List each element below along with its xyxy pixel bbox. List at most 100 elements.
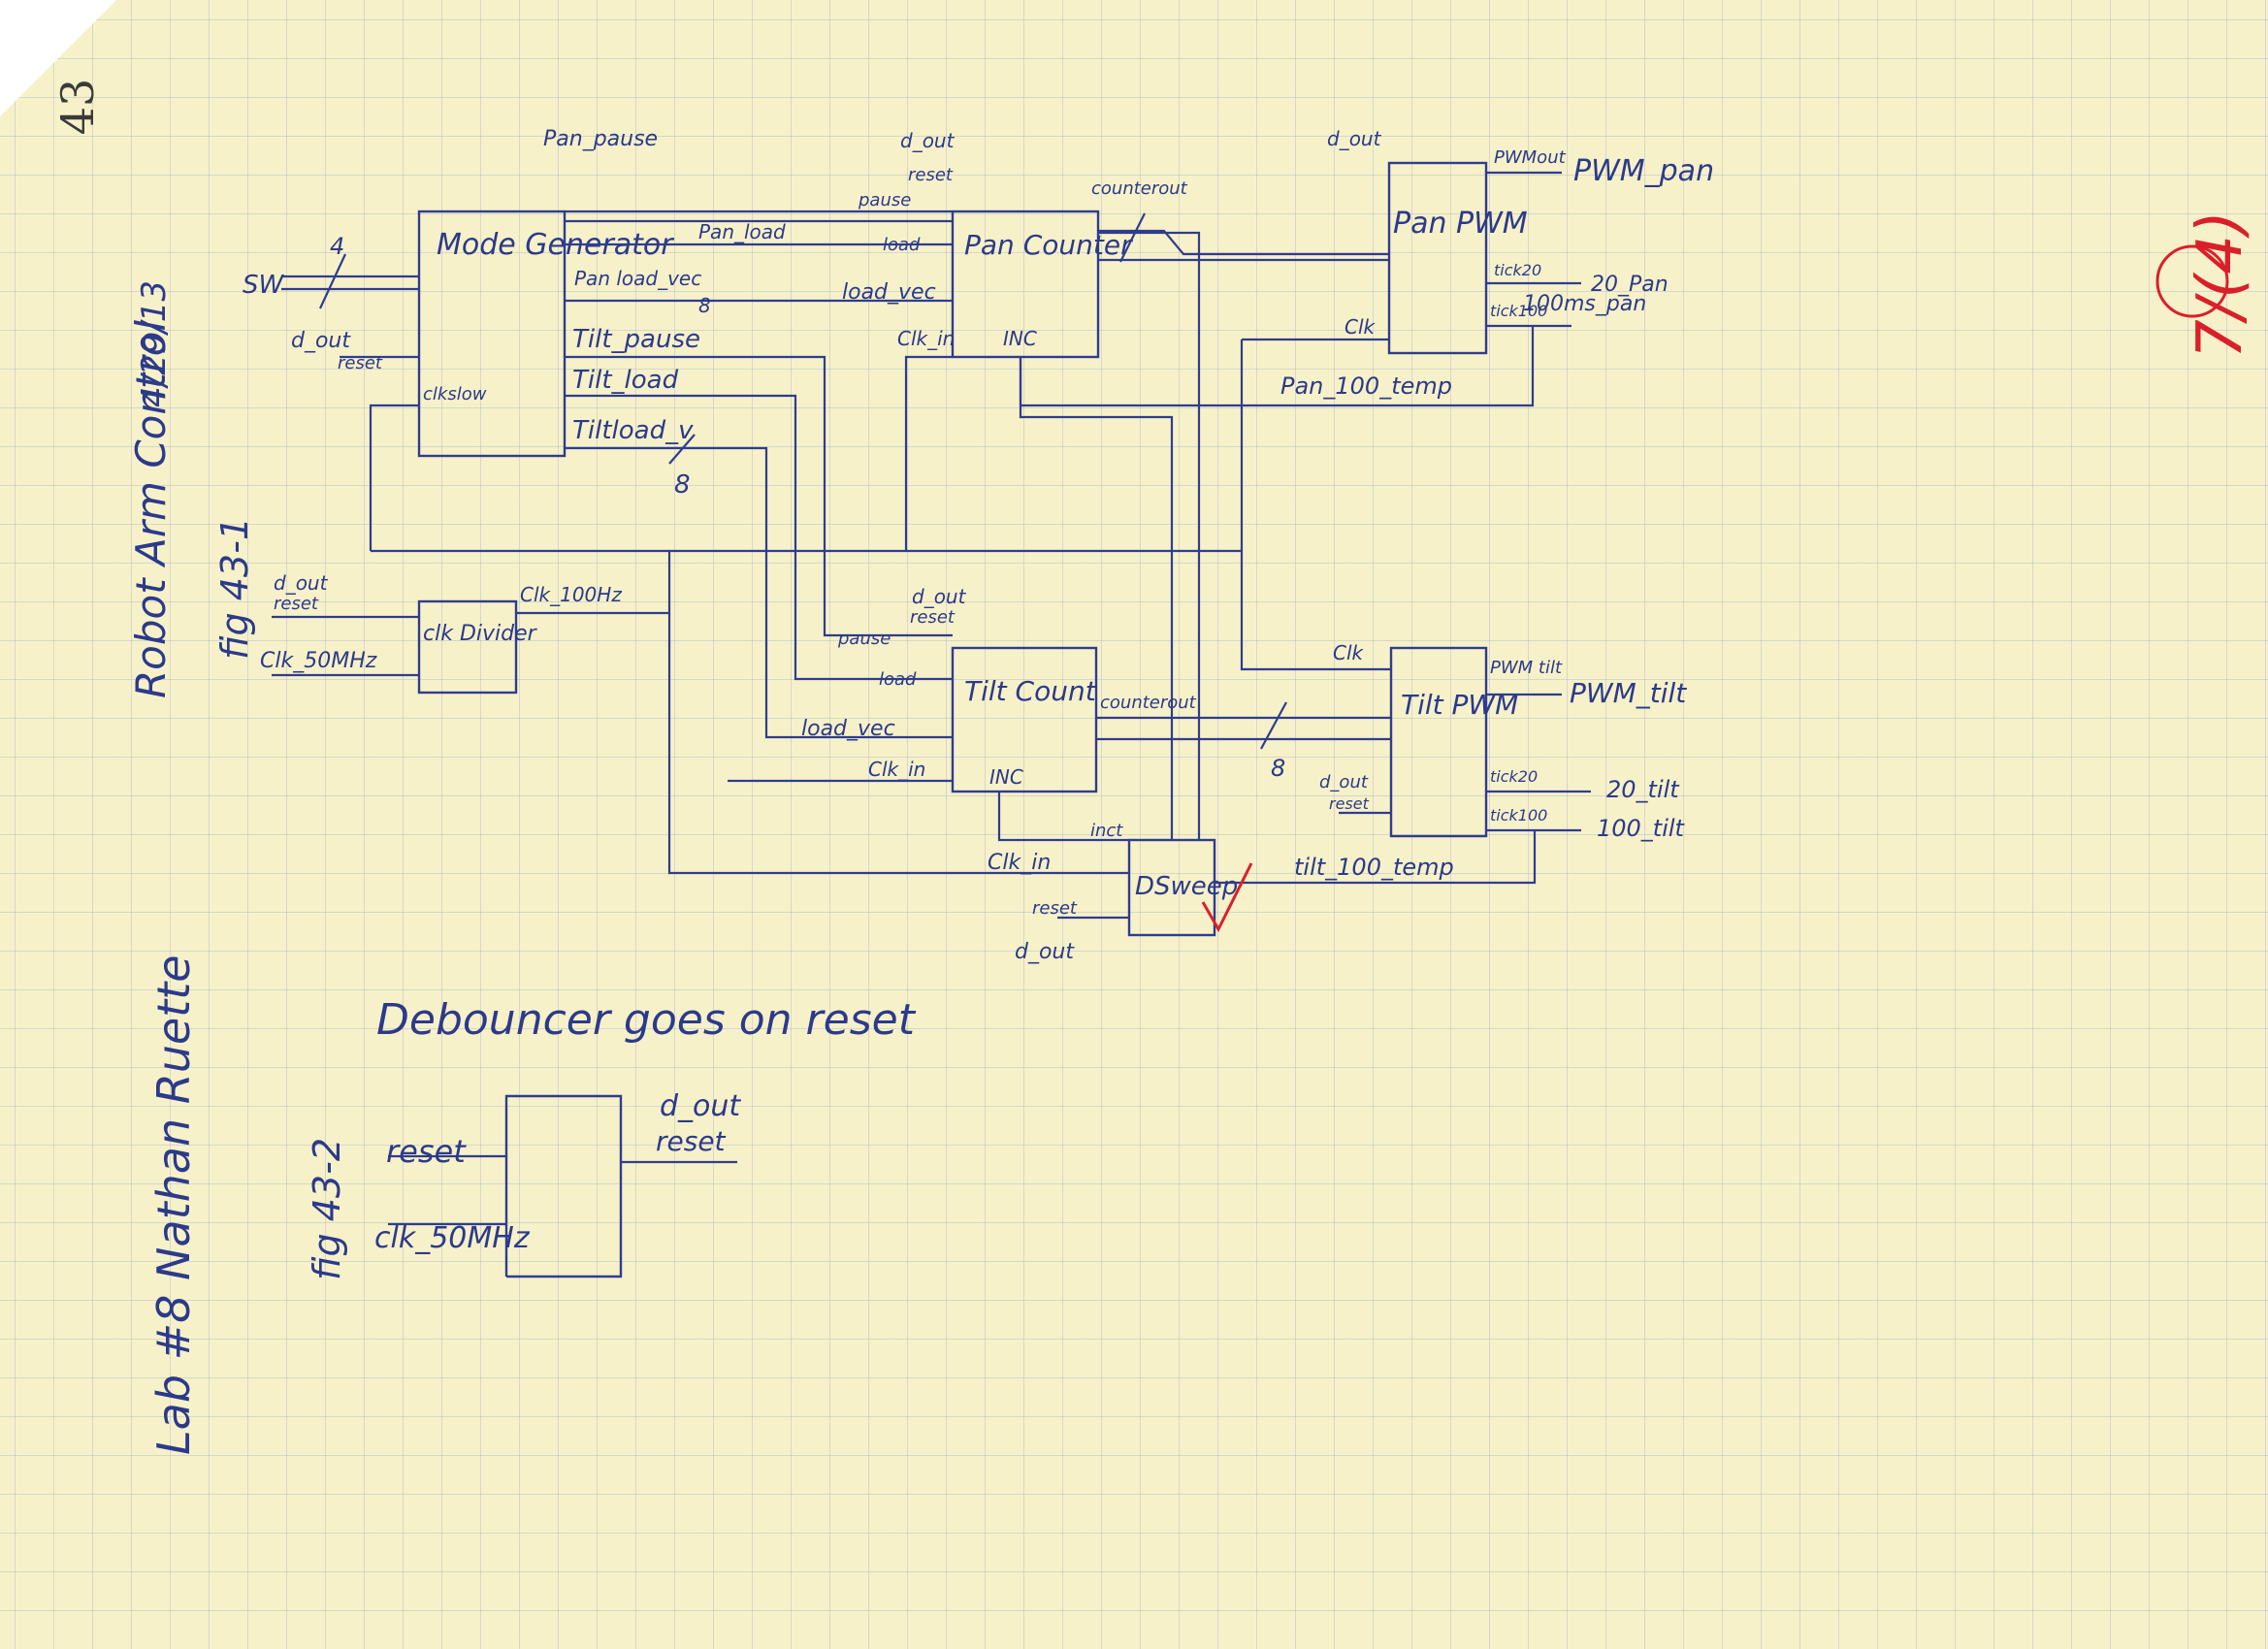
tilt-loadvec-port: load_vec [801, 717, 895, 741]
side-title: Robot Arm Control [127, 320, 175, 698]
tilt-pwm-dout-label: d_out [1319, 772, 1369, 792]
pan-bus-width: 8 [698, 294, 711, 317]
tilt-bus-width: 8 [674, 470, 691, 500]
tilt-tick20-port: tick20 [1490, 767, 1538, 786]
pwm-pan-signal: PWM_pan [1573, 154, 1714, 188]
debounce-note: Debouncer goes on reset [376, 995, 917, 1045]
dsweep-inct-port: inct [1090, 821, 1123, 841]
tilt-clk-port: Clk [1333, 641, 1365, 664]
pan-pwmout-port: PWMout [1494, 147, 1567, 168]
fig2-label: fig 43-2 [306, 1138, 348, 1280]
pan-counter-out-bus [1098, 229, 1389, 256]
red-checkmark [1201, 862, 1253, 933]
pan-pwm-dout-label: d_out [1327, 127, 1382, 150]
tilt-counter-label: Tilt Count [964, 675, 1097, 707]
clk-100hz-label: Clk_100Hz [520, 583, 622, 606]
mode-generator-box [417, 210, 567, 458]
tilt-pwm-reset-label: reset [1329, 794, 1370, 813]
clk-divider-label: clk Divider [423, 622, 538, 646]
pan-reset-label: reset [908, 165, 954, 185]
pan-pwm-box [1387, 161, 1488, 355]
tilt-pwm-box [1389, 646, 1488, 838]
tilt-dout-label: d_out [912, 585, 967, 608]
pan-dout-label: d_out [900, 129, 956, 152]
tilt-bus-slash [668, 434, 696, 465]
tilt-100-signal: 100_tilt [1597, 815, 1686, 842]
tilt-out-width: 8 [1271, 755, 1285, 782]
clk-divider-box [417, 599, 518, 695]
pan-tick100-port: tick100 [1490, 302, 1547, 320]
pan-load-port: load [883, 235, 921, 255]
dsweep-reset-port: reset [1032, 898, 1078, 919]
clkslow-label: clkslow [423, 384, 487, 404]
sw-label: SW [243, 271, 285, 300]
lab-label: Lab #8 [147, 1295, 200, 1455]
grade-mark: 7/(4) [2185, 210, 2256, 359]
pan-pause-port: pause [858, 190, 911, 210]
tilt-clk-wire [1240, 340, 1391, 671]
pwm-tilt-signal: PWM_tilt [1570, 677, 1687, 709]
dsweep-dout-port: d_out [1015, 940, 1075, 964]
grade-circle [2155, 244, 2229, 318]
pan-counterout-label: counterout [1091, 178, 1188, 199]
sw-width-label: 4 [330, 233, 344, 260]
debounce-reset-in-label: reset [386, 1133, 467, 1170]
tilt-load-label: Tilt_load [572, 366, 679, 395]
sw-bus-slash [319, 253, 346, 309]
tilt-pwm-out-port: PWM tilt [1490, 658, 1563, 678]
clkdiv-reset-label: reset [274, 594, 319, 614]
fig1-label: fig 43-1 [213, 517, 256, 660]
date-label: 4/29/13 [135, 280, 174, 407]
tilt-pause-port: pause [837, 629, 891, 649]
pan-clkin-port: Clk_in [897, 327, 955, 350]
tilt-100-temp-label: tilt_100_temp [1294, 854, 1454, 881]
pan-counter-box [951, 210, 1100, 359]
tilt-tick100-port: tick100 [1490, 806, 1547, 824]
tilt-loadvec-wire [565, 446, 953, 739]
tilt-counterout-label: counterout [1100, 693, 1197, 713]
clkslow-wire [369, 404, 419, 551]
tilt-20-signal: 20_tilt [1606, 776, 1680, 803]
author-name: Nathan Ruette [147, 954, 200, 1280]
debounce-reset-out-label: reset [656, 1125, 727, 1157]
debounce-dout-label: d_out [660, 1089, 741, 1123]
tilt-pause-label: Tilt_pause [572, 325, 700, 354]
pan-clk-port: Clk [1345, 315, 1377, 339]
pan-counter-label: Pan Counter [964, 229, 1133, 261]
pan-pause-label: Pan_pause [543, 127, 658, 151]
tilt-load-port: load [879, 669, 917, 690]
tilt-out-slash [1260, 701, 1287, 750]
tilt-inc-wire [997, 792, 1129, 842]
pan-100-temp-label: Pan_100_temp [1280, 372, 1452, 400]
pan-out-slash [1119, 212, 1146, 263]
clkdiv-dout-label: d_out [274, 571, 329, 595]
pan-clkin-wire [904, 355, 953, 551]
clk-100-bus [516, 549, 1242, 615]
tilt-loadvec-label: Tiltload_v [572, 416, 694, 445]
page-number: 43 [51, 79, 104, 136]
clk-50mhz-label: Clk_50MHz [260, 649, 377, 673]
dsweep-label: DSweep [1135, 872, 1238, 901]
mode-dout-label: d_out [291, 329, 351, 353]
pan-loadvec-label: Pan load_vec [574, 267, 701, 290]
tilt-load-wire [565, 394, 953, 681]
pan-tick20-port: tick20 [1494, 261, 1541, 279]
tilt-counter-box [951, 646, 1098, 793]
tilt-pause-wire [565, 355, 953, 637]
pan-load-label: Pan_load [698, 220, 786, 243]
pan-pwm-label: Pan PWM [1393, 207, 1528, 241]
tilt-inc-port: INC [989, 765, 1023, 789]
tilt-clkin-port: Clk_in [868, 758, 925, 781]
pan-loadvec-port: load_vec [842, 280, 936, 305]
tilt-reset-label: reset [910, 607, 956, 628]
mode-reset-label: reset [338, 353, 383, 373]
pan-inc-feedback [1019, 357, 1174, 840]
pan-100ms-signal: 100ms_pan [1523, 292, 1646, 316]
dsweep-clkin-port: Clk_in [988, 851, 1051, 875]
pan-inc-port: INC [1003, 327, 1037, 350]
debounce-clk-label: clk_50MHz [374, 1221, 531, 1255]
pan-20-signal: 20_Pan [1591, 273, 1669, 297]
dsweep-clk-wire [667, 613, 1129, 875]
